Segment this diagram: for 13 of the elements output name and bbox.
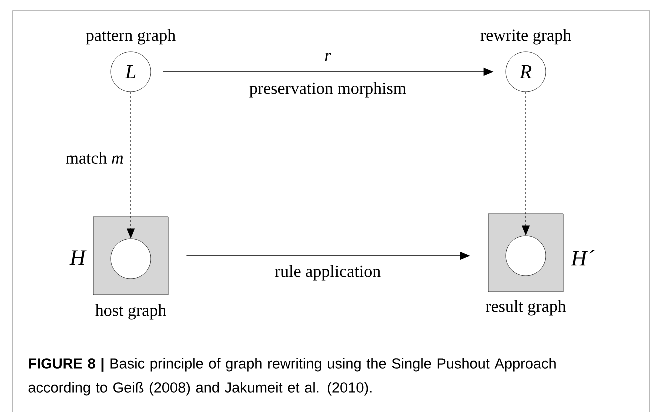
edge-label: rule application xyxy=(275,265,381,281)
edge-label: r xyxy=(325,53,332,61)
graph-symbol: H xyxy=(70,250,87,266)
morphism-label: preservation morphism xyxy=(250,82,406,98)
graph-label: result graph xyxy=(486,300,566,316)
figure-caption: FIGURE 8 | Basic principle of graph rewriting using the Single Pushout Approach according to Geiß (2008) and Jakumeit et al. (2010). xyxy=(28,358,556,396)
graph-circle xyxy=(506,236,546,276)
graph-label: rewrite graph xyxy=(480,29,572,45)
graph-symbol: H´ xyxy=(570,250,595,266)
graph-label: host graph xyxy=(96,304,166,320)
graph-label: pattern graph xyxy=(86,29,176,45)
graph-circle xyxy=(110,238,152,280)
edge-label: match m xyxy=(66,152,124,164)
